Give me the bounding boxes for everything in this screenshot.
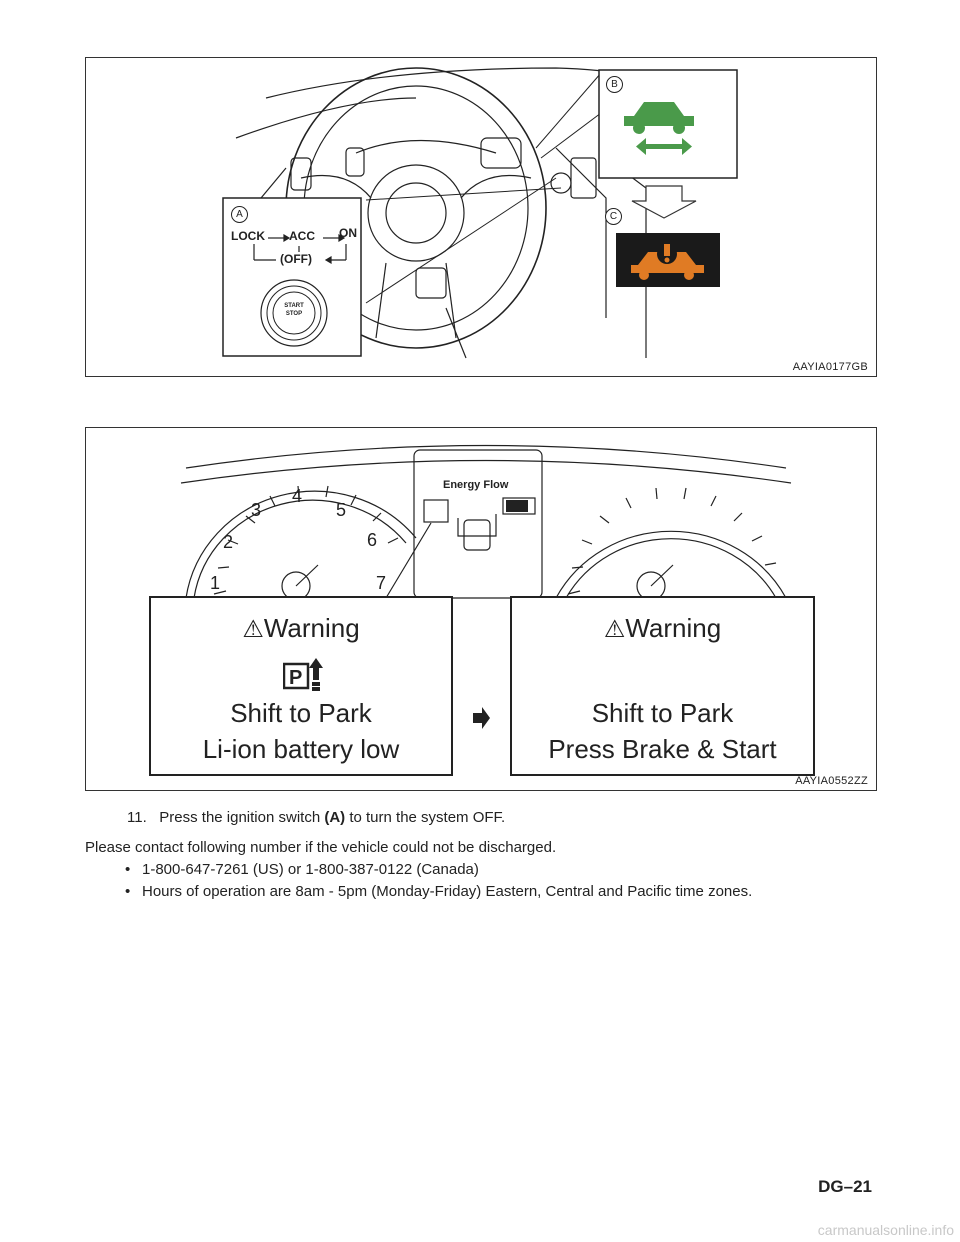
- figure-code: AAYIA0552ZZ: [795, 775, 868, 787]
- tach-1: 1: [210, 573, 221, 593]
- tach-7: 7: [376, 573, 387, 593]
- bullet-dot: •: [125, 861, 131, 878]
- warning-title-left: ⚠Warning: [242, 613, 360, 643]
- warning-triangle-icon: ⚠: [603, 616, 626, 643]
- stop-label: STOP: [285, 311, 303, 317]
- arrow-right-icon: [473, 707, 490, 729]
- park-shift-icon: P: [283, 658, 323, 692]
- meter-illustration: [180, 444, 792, 729]
- steering-wheel-illustration: [222, 67, 738, 359]
- speedo-ticks: [567, 487, 777, 595]
- car-warning-icon: [631, 244, 704, 280]
- tach-4: 4: [292, 486, 303, 506]
- start-label: START: [284, 303, 304, 309]
- acc-label: ACC: [289, 229, 315, 243]
- ignition-switch-figure: A B C LOCK ACC ON (OFF) START STOP AAYIA…: [85, 57, 877, 377]
- energy-flow-label: Energy Flow: [443, 479, 509, 491]
- on-label: ON: [339, 226, 357, 240]
- warning-right-line1: Shift to Park: [591, 698, 734, 728]
- step-11: 11. Press the ignition switch (A) to tur…: [127, 809, 506, 826]
- warning-triangle-icon: ⚠: [242, 616, 264, 643]
- callout-b: B: [606, 76, 623, 93]
- tach-ticks: [213, 485, 399, 595]
- svg-text:P: P: [289, 667, 302, 689]
- warning-title-right: ⚠Warning: [603, 613, 722, 643]
- meter-warning-figure: Energy Flow 1 2 3 4 5 6 7 ⚠Warning P Shi…: [85, 427, 877, 791]
- warning-right-line2: Press Brake & Start: [548, 734, 777, 764]
- bullet-dot: •: [125, 883, 131, 900]
- off-label: (OFF): [280, 252, 312, 266]
- car-shift-icon: [624, 102, 694, 155]
- tach-3: 3: [251, 500, 262, 520]
- tach-5: 5: [336, 500, 347, 520]
- watermark: carmanualsonline.info: [817, 1222, 954, 1238]
- contact-phone: 1-800-647-7261 (US) or 1-800-387-0122 (C…: [142, 861, 479, 878]
- tach-6: 6: [367, 530, 378, 550]
- callout-c: C: [605, 208, 622, 225]
- warning-box-right: ⚠Warning Shift to Park Press Brake & Sta…: [510, 596, 815, 776]
- contact-hours: Hours of operation are 8am - 5pm (Monday…: [142, 883, 753, 900]
- down-arrow-icon: [631, 185, 697, 219]
- warning-box-left: ⚠Warning P Shift to Park Li-ion battery …: [149, 596, 453, 776]
- warning-left-line1: Shift to Park: [230, 698, 372, 728]
- tach-2: 2: [223, 532, 234, 552]
- contact-intro: Please contact following number if the v…: [85, 839, 557, 856]
- page-number: DG–21: [818, 1177, 872, 1196]
- warning-left-line2: Li-ion battery low: [202, 734, 400, 764]
- callout-a: A: [231, 206, 248, 223]
- lock-label: LOCK: [231, 229, 265, 243]
- figure-code: AAYIA0177GB: [792, 361, 868, 373]
